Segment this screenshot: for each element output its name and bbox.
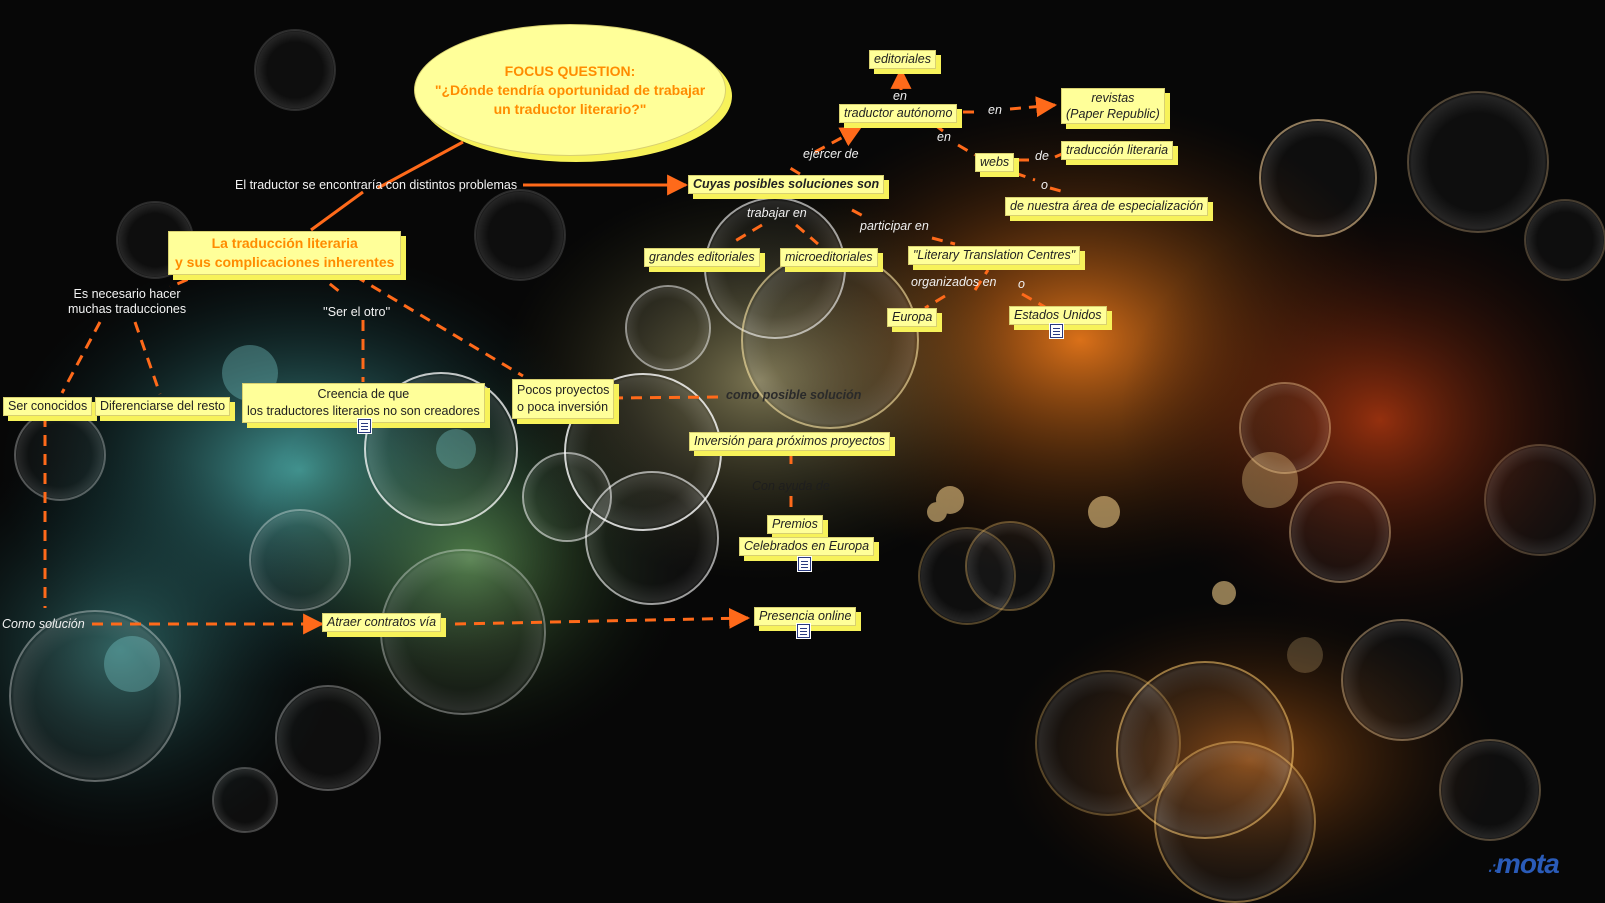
link-label-ser-el-otro: ''Ser el otro'' [323,305,391,319]
node-pocos-proyectos[interactable]: Pocos proyectos o poca inversión [512,379,615,419]
node-estados-unidos[interactable]: Estados Unidos [1009,306,1107,325]
document-icon[interactable] [1050,324,1063,338]
link-label-con-ayuda: Con ayuda de [752,479,830,493]
node-atraer-contratos[interactable]: Atraer contratos vía [322,613,442,632]
link-label-o-centres: o [1018,277,1025,291]
link-label-o-webs: o [1041,178,1048,192]
link-label-participar: participar en [860,219,929,233]
watermark-logo: ∴mota [1488,848,1560,880]
link-label-de: de [1035,149,1049,163]
node-creencia-line-2: los traductores literarios no son creado… [247,404,480,418]
node-creencia-line-1: Creencia de que [317,387,410,401]
link-label-ejercer: ejercer de [803,147,859,161]
link-label-en-webs: en [937,130,951,144]
node-area-especializacion[interactable]: de nuestra área de especialización [1005,197,1209,216]
link-label-trabajar: trabajar en [747,206,807,220]
node-europa[interactable]: Europa [887,308,938,327]
node-literary-translation-centres[interactable]: "Literary Translation Centres" [908,246,1081,265]
node-diferenciarse[interactable]: Diferenciarse del resto [95,397,231,416]
link-label-necesario-line-2: muchas traducciones [68,302,187,316]
link-label-necesario: Es necesario hacer muchas traducciones [68,287,186,317]
node-microeditoriales[interactable]: microeditoriales [780,248,878,267]
node-inversion[interactable]: Inversión para próximos proyectos [689,432,891,451]
link-label-problemas: El traductor se encontraría con distinto… [235,178,518,192]
node-traduccion-literaria[interactable]: La traducción literaria y sus complicaci… [168,231,402,275]
logo-dots-icon: ∴ [1488,860,1497,876]
node-revistas[interactable]: revistas (Paper Republic) [1061,88,1165,124]
link-label-necesario-line-1: Es necesario hacer [73,287,181,301]
focus-question-line-2: "¿Dónde tendría oportunidad de trabajar [434,81,706,98]
node-webs[interactable]: webs [975,153,1015,172]
watermark-text: mota [1495,848,1560,879]
node-ser-conocidos[interactable]: Ser conocidos [3,397,93,416]
node-traduccion-literaria-webs[interactable]: traducción literaria [1061,141,1174,160]
node-pocos-line-2: o poca inversión [517,400,609,414]
node-posibles-soluciones[interactable]: Cuyas posibles soluciones son [688,175,885,194]
node-editoriales[interactable]: editoriales [869,50,936,69]
focus-question-bubble: FOCUS QUESTION: "¿Dónde tendría oportuni… [414,24,726,156]
focus-question-line-3: un traductor literario?" [493,100,647,117]
node-traduccion-line-2: y sus complicaciones inherentes [175,254,395,270]
document-icon[interactable] [797,624,810,638]
document-icon[interactable] [358,419,371,433]
link-label-en-editoriales: en [893,89,907,103]
link-label-organizados: organizados en [911,275,997,289]
node-grandes-editoriales[interactable]: grandes editoriales [644,248,760,267]
node-traduccion-line-1: La traducción literaria [211,235,358,251]
node-revistas-line-2: (Paper Republic) [1066,107,1160,121]
link-label-en-revistas: en [988,103,1002,117]
node-premios[interactable]: Premios [767,515,823,534]
node-creencia[interactable]: Creencia de que los traductores literari… [242,383,485,423]
node-pocos-line-1: Pocos proyectos [517,383,610,397]
node-revistas-line-1: revistas [1091,91,1135,105]
link-label-como-solucion: Como solución [2,617,85,631]
link-label-como-posible-solucion: como posible solución [726,388,862,402]
node-celebrados-europa[interactable]: Celebrados en Europa [739,537,875,556]
focus-question-line-1: FOCUS QUESTION: [504,62,636,79]
document-icon[interactable] [798,557,811,571]
node-traductor-autonomo[interactable]: traductor autónomo [839,104,958,123]
